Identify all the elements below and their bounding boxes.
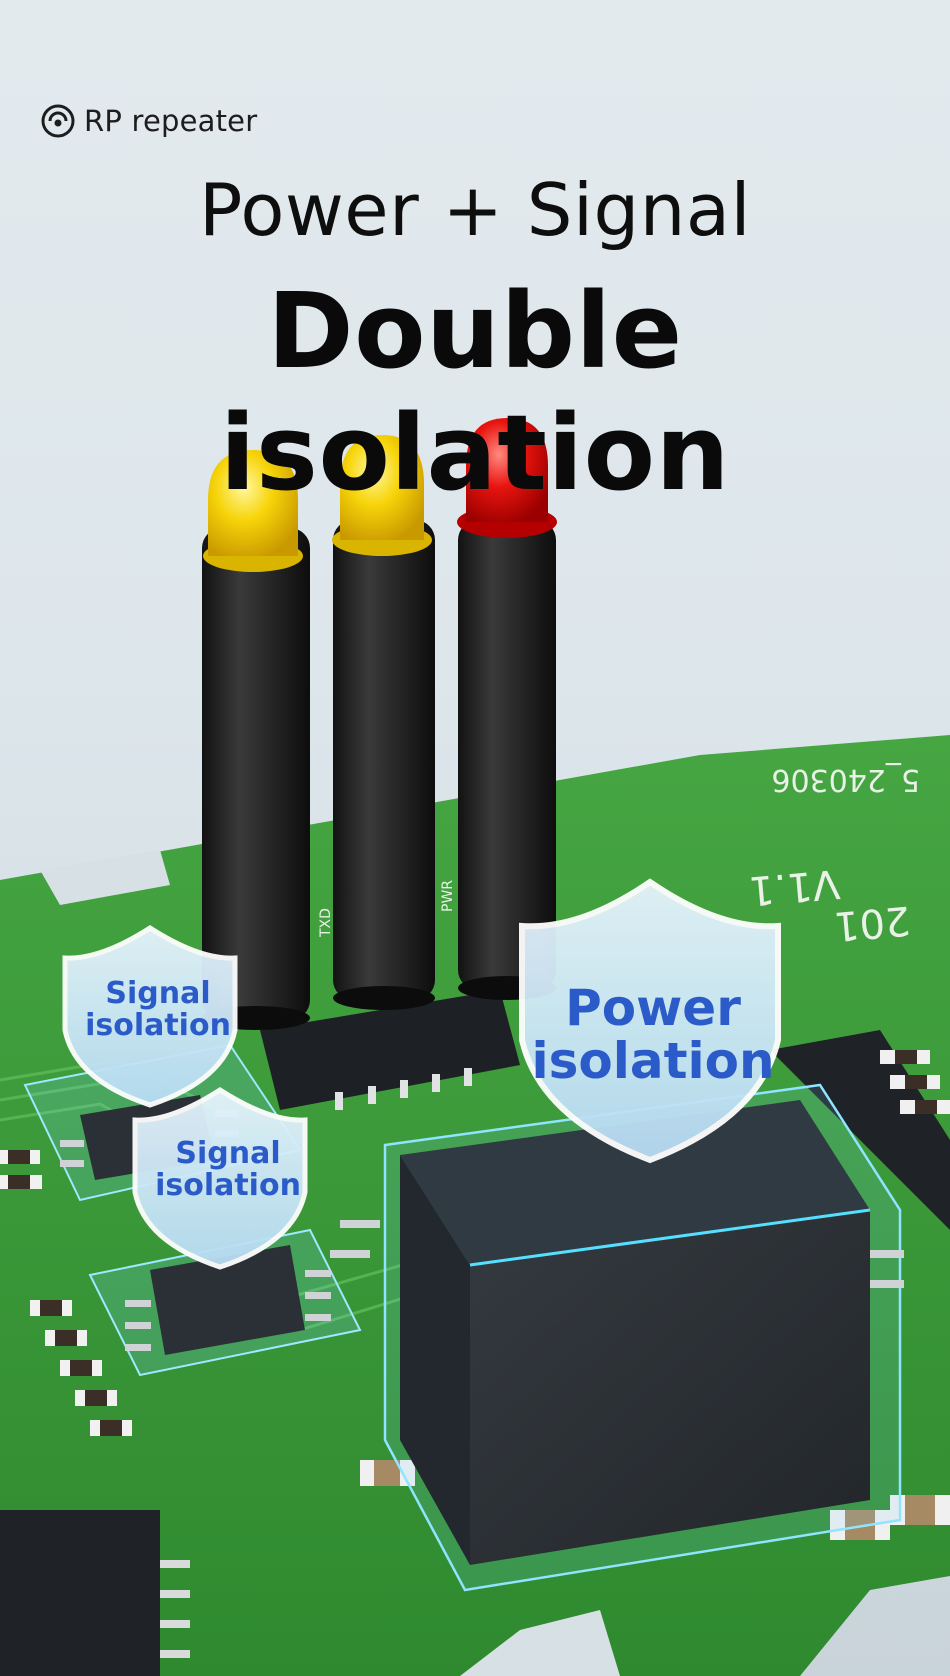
shield-label-power: Power isolation [531, 979, 775, 1090]
chip-signal-2 [150, 1245, 305, 1355]
shield-label-signal-1: Signal isolation [85, 976, 231, 1043]
smd-components-left [0, 1150, 132, 1436]
shield-label-signal-2: Signal isolation [155, 1136, 301, 1203]
headline-line-2: Double isolation [219, 270, 731, 514]
silkscreen-tx: TXD [318, 908, 334, 938]
led-tube-yellow-1 [202, 450, 310, 1030]
chip-middle [260, 990, 520, 1110]
silkscreen-version: V1.1 [747, 860, 842, 914]
silkscreen-pwr: PWR [440, 880, 456, 912]
power-module-side [400, 1155, 470, 1565]
shield-power [519, 878, 781, 1164]
pcb-bottom-cutout [460, 1610, 620, 1676]
power-module-top [400, 1100, 870, 1265]
silkscreen: 5_240306 V1.1 201 TXD PWR [318, 762, 920, 949]
chip-bottom-left [0, 1510, 160, 1676]
wireless-signal-icon [41, 104, 75, 138]
power-module-front [470, 1210, 870, 1565]
led-tube-yellow-2 [332, 435, 435, 1010]
brand-name: RP repeater [84, 104, 258, 138]
shield-signal-2 [132, 1087, 308, 1270]
brand: RP repeater [40, 100, 257, 142]
silkscreen-code: 5_240306 [771, 762, 920, 797]
silkscreen-year: 201 [832, 897, 912, 949]
shield-signal-1 [62, 925, 238, 1108]
pcb-cutout [40, 850, 170, 905]
headline-line-1: Power + Signal [199, 168, 751, 252]
